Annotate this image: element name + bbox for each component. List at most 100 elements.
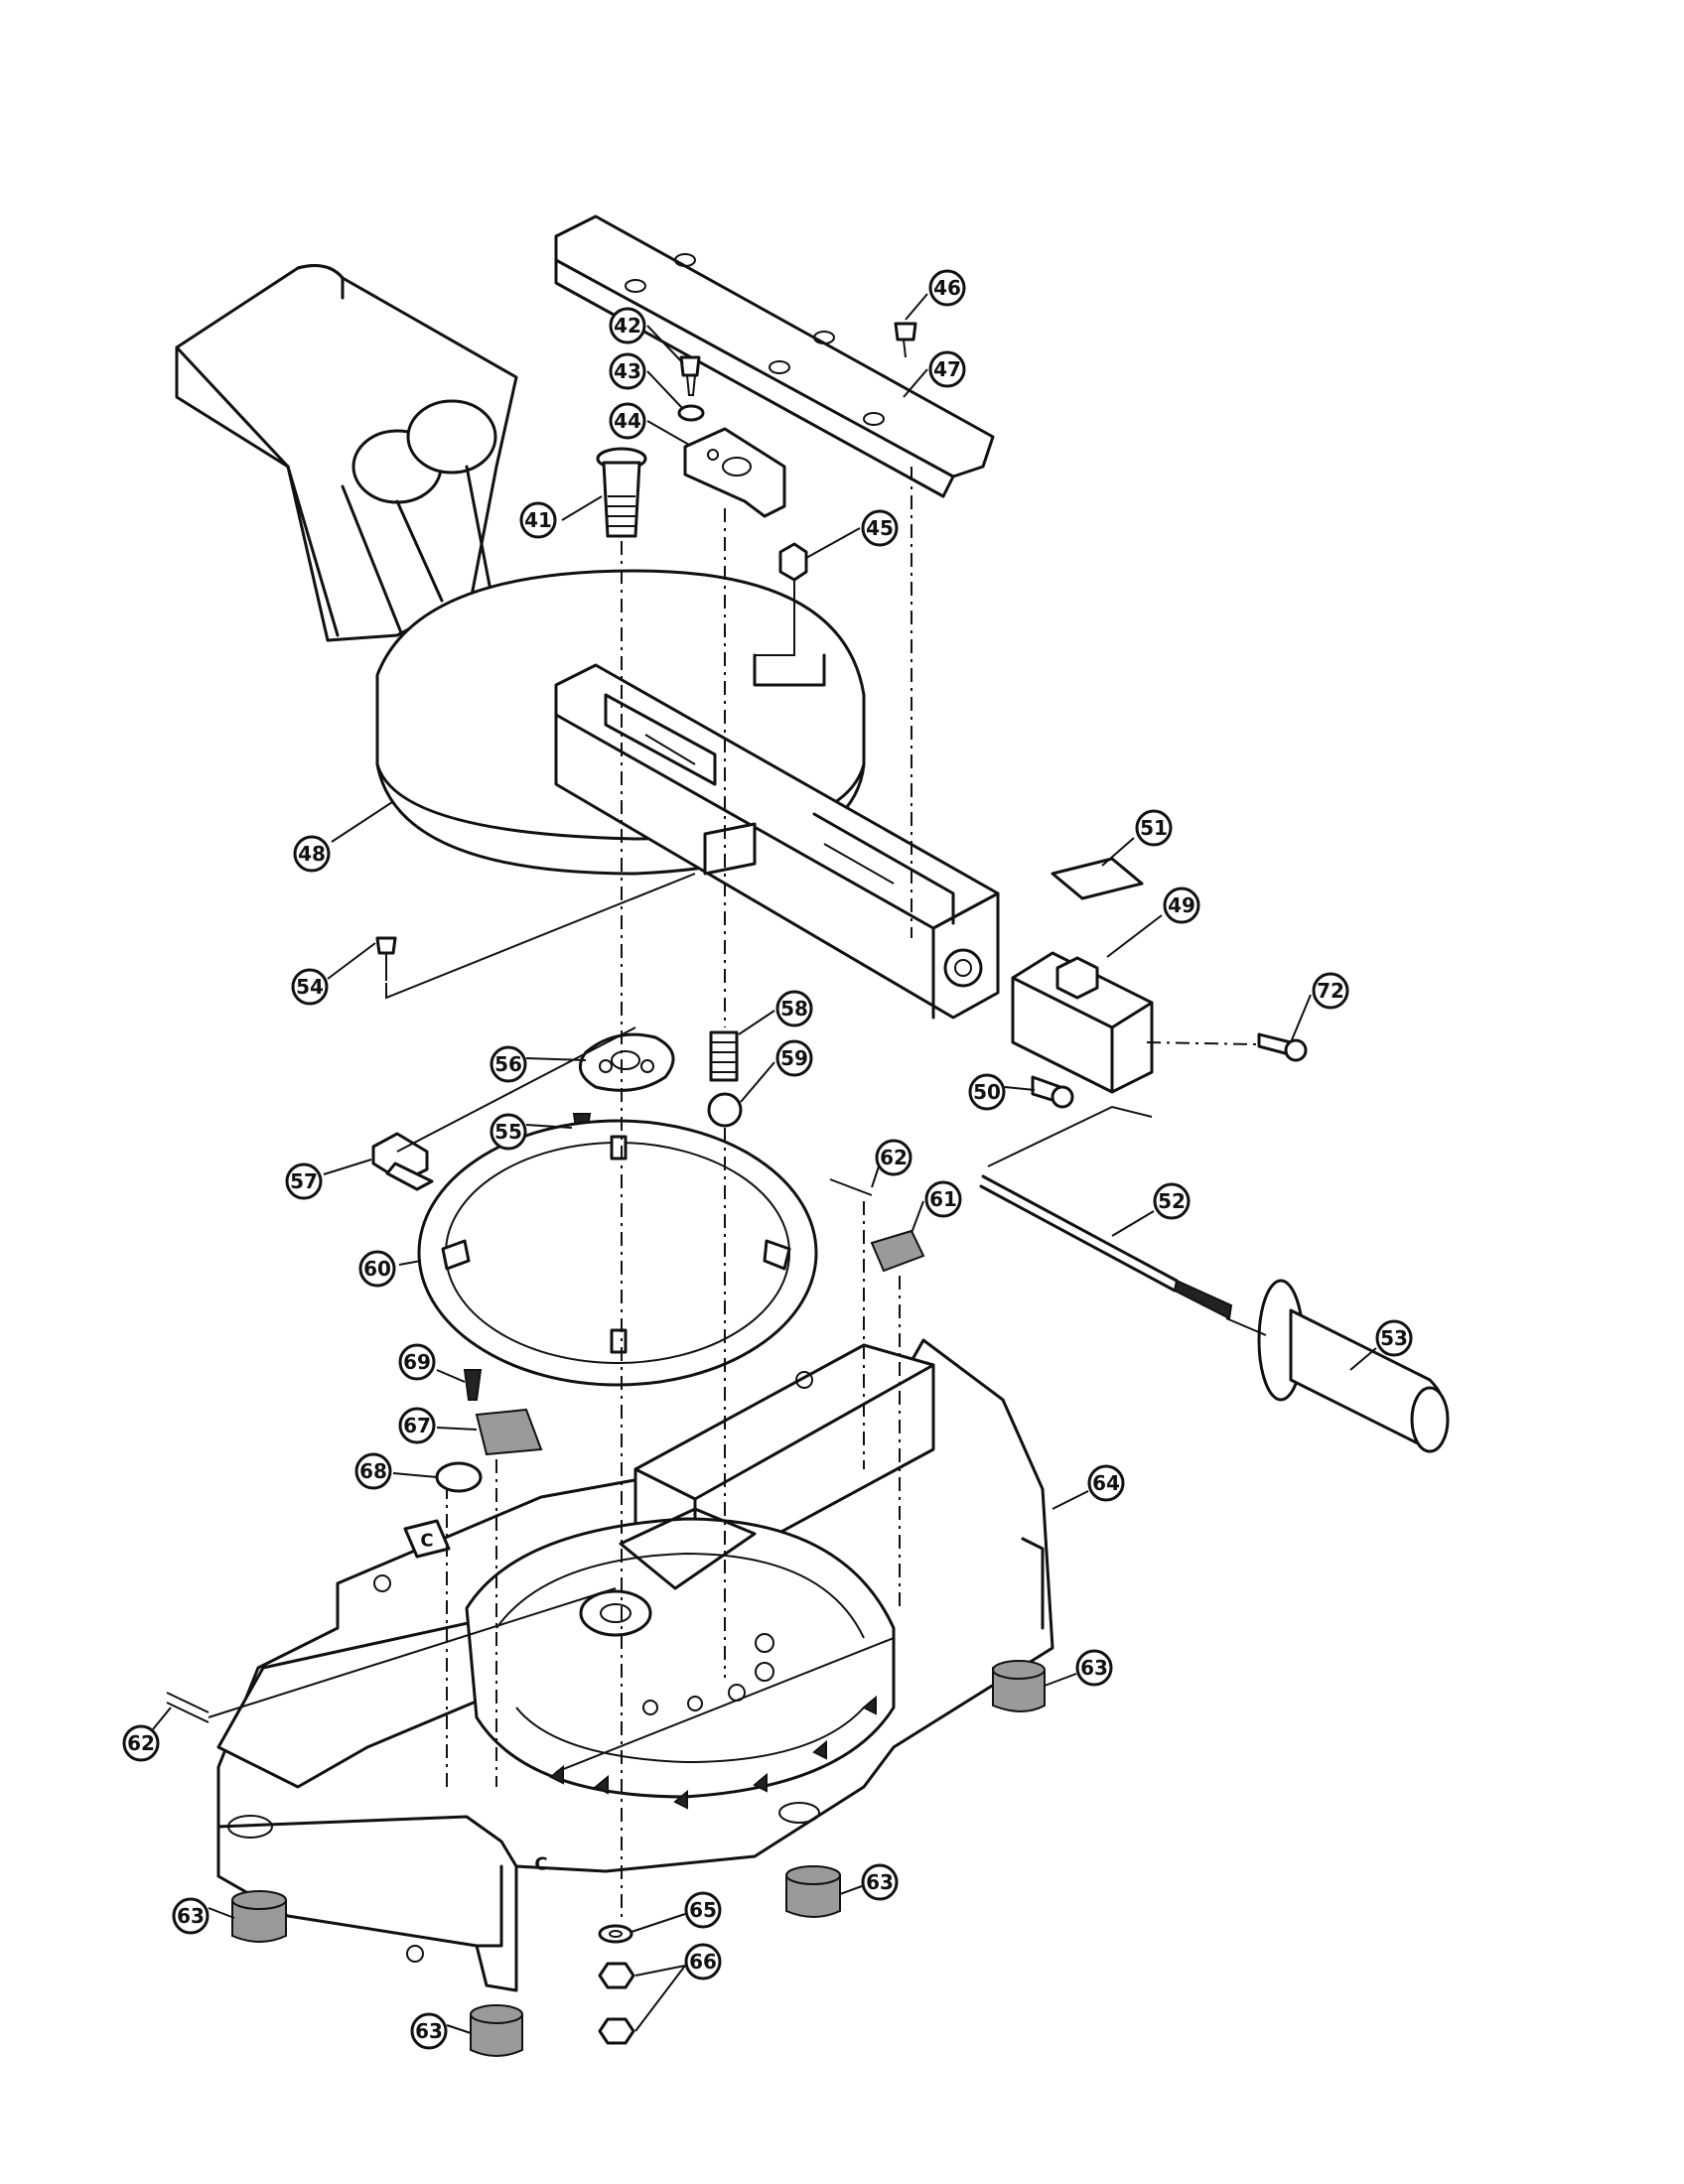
callout-67: 67 (398, 1407, 436, 1444)
svg-text:66: 66 (689, 1950, 717, 1974)
nut-part-66 (598, 1962, 635, 2045)
svg-text:67: 67 (403, 1414, 431, 1437)
slide-block-part-49 (1011, 951, 1154, 1094)
svg-text:55: 55 (494, 1120, 522, 1144)
callout-62-lower: 62 (122, 1724, 160, 1762)
callout-59: 59 (775, 1039, 813, 1077)
svg-text:52: 52 (1158, 1189, 1186, 1213)
fence-plate-part-47 (554, 214, 995, 498)
svg-text:48: 48 (298, 842, 326, 866)
callout-52: 52 (1153, 1182, 1191, 1220)
washer-part-43 (677, 404, 705, 422)
callout-66: 66 (684, 1943, 722, 1980)
callout-57: 57 (285, 1162, 323, 1200)
callout-47: 47 (928, 350, 966, 388)
callout-44: 44 (609, 402, 646, 440)
svg-text:43: 43 (614, 359, 641, 383)
svg-text:57: 57 (290, 1169, 318, 1193)
ball-part-59 (707, 1092, 743, 1128)
rod-part-52 (979, 1174, 1233, 1320)
svg-text:59: 59 (780, 1046, 808, 1070)
svg-text:53: 53 (1380, 1326, 1408, 1350)
foot-part-63-bottom (470, 2004, 523, 2057)
callout-51: 51 (1135, 809, 1173, 847)
callout-53: 53 (1375, 1319, 1413, 1357)
screw-part-54 (375, 936, 397, 981)
callout-69: 69 (398, 1343, 436, 1381)
screw-part-46 (894, 322, 917, 358)
callout-49: 49 (1163, 887, 1200, 924)
screw-part-42 (679, 355, 701, 396)
svg-text:54: 54 (296, 975, 324, 999)
svg-text:65: 65 (689, 1898, 717, 1922)
svg-text:51: 51 (1140, 816, 1168, 840)
svg-text:47: 47 (933, 357, 961, 381)
svg-text:68: 68 (359, 1459, 387, 1483)
bracket-part-44 (683, 427, 786, 518)
bolt-part-41 (596, 447, 647, 538)
svg-text:58: 58 (780, 997, 808, 1021)
label-part-67 (475, 1408, 543, 1456)
clip-part-45 (778, 542, 808, 582)
base-stamp-left: C (420, 1531, 433, 1552)
svg-text:72: 72 (1317, 979, 1344, 1003)
callout-56: 56 (490, 1045, 527, 1083)
plate-part-56 (578, 1032, 675, 1092)
callout-65: 65 (684, 1891, 722, 1929)
callout-61: 61 (924, 1180, 962, 1218)
base-part-64: C C (216, 1338, 1054, 1992)
callout-46: 46 (928, 269, 966, 307)
callout-55: 55 (490, 1113, 527, 1151)
callout-43: 43 (609, 352, 646, 390)
callout-41: 41 (519, 501, 557, 539)
callout-50: 50 (968, 1073, 1006, 1111)
strip-part-62-upper (829, 1178, 873, 1196)
callout-45: 45 (861, 509, 899, 547)
svg-text:60: 60 (363, 1257, 391, 1281)
svg-text:49: 49 (1168, 893, 1195, 917)
assembly-lines (208, 467, 1257, 1921)
screw-part-72 (1257, 1032, 1308, 1062)
label-part-61 (870, 1229, 925, 1273)
svg-text:61: 61 (929, 1187, 957, 1211)
spring-part-58 (709, 1030, 739, 1082)
strip-part-62-lower (166, 1692, 210, 1723)
svg-text:64: 64 (1092, 1471, 1120, 1495)
svg-text:45: 45 (866, 516, 894, 540)
svg-text:50: 50 (973, 1080, 1001, 1104)
base-stamp-front: C (534, 1854, 547, 1875)
callout-leaders (152, 293, 1377, 2034)
screw-part-69 (463, 1369, 483, 1401)
svg-text:69: 69 (403, 1350, 431, 1374)
foot-part-63-rear-right (992, 1660, 1046, 1712)
callout-63-bottom: 63 (410, 2012, 448, 2050)
callout-48: 48 (293, 835, 331, 873)
svg-text:44: 44 (614, 409, 641, 433)
svg-text:63: 63 (866, 1870, 894, 1894)
svg-text:62: 62 (880, 1146, 908, 1169)
foot-part-63-front-center (785, 1865, 841, 1918)
callout-63-rear-right: 63 (1075, 1649, 1113, 1687)
callout-63-front-center: 63 (861, 1863, 899, 1901)
callout-58: 58 (775, 990, 813, 1027)
callout-63-front-left: 63 (172, 1897, 210, 1935)
svg-text:41: 41 (524, 508, 552, 532)
callout-62-upper: 62 (875, 1139, 912, 1176)
callout-42: 42 (609, 307, 646, 344)
callout-72: 72 (1312, 972, 1349, 1010)
callout-60: 60 (358, 1250, 396, 1288)
svg-text:62: 62 (127, 1731, 155, 1755)
miter-ring-part-60 (417, 1119, 818, 1387)
svg-text:63: 63 (177, 1904, 205, 1928)
callout-54: 54 (291, 968, 329, 1006)
handle-part-53 (1225, 1279, 1450, 1453)
lever-part-57 (371, 1132, 434, 1191)
svg-text:63: 63 (1080, 1656, 1108, 1680)
callout-68: 68 (354, 1452, 392, 1490)
svg-text:56: 56 (494, 1052, 522, 1076)
washer-part-65 (598, 1924, 633, 1944)
callout-64: 64 (1087, 1464, 1125, 1502)
svg-text:63: 63 (415, 2019, 443, 2043)
screw-part-50 (1031, 1075, 1074, 1109)
